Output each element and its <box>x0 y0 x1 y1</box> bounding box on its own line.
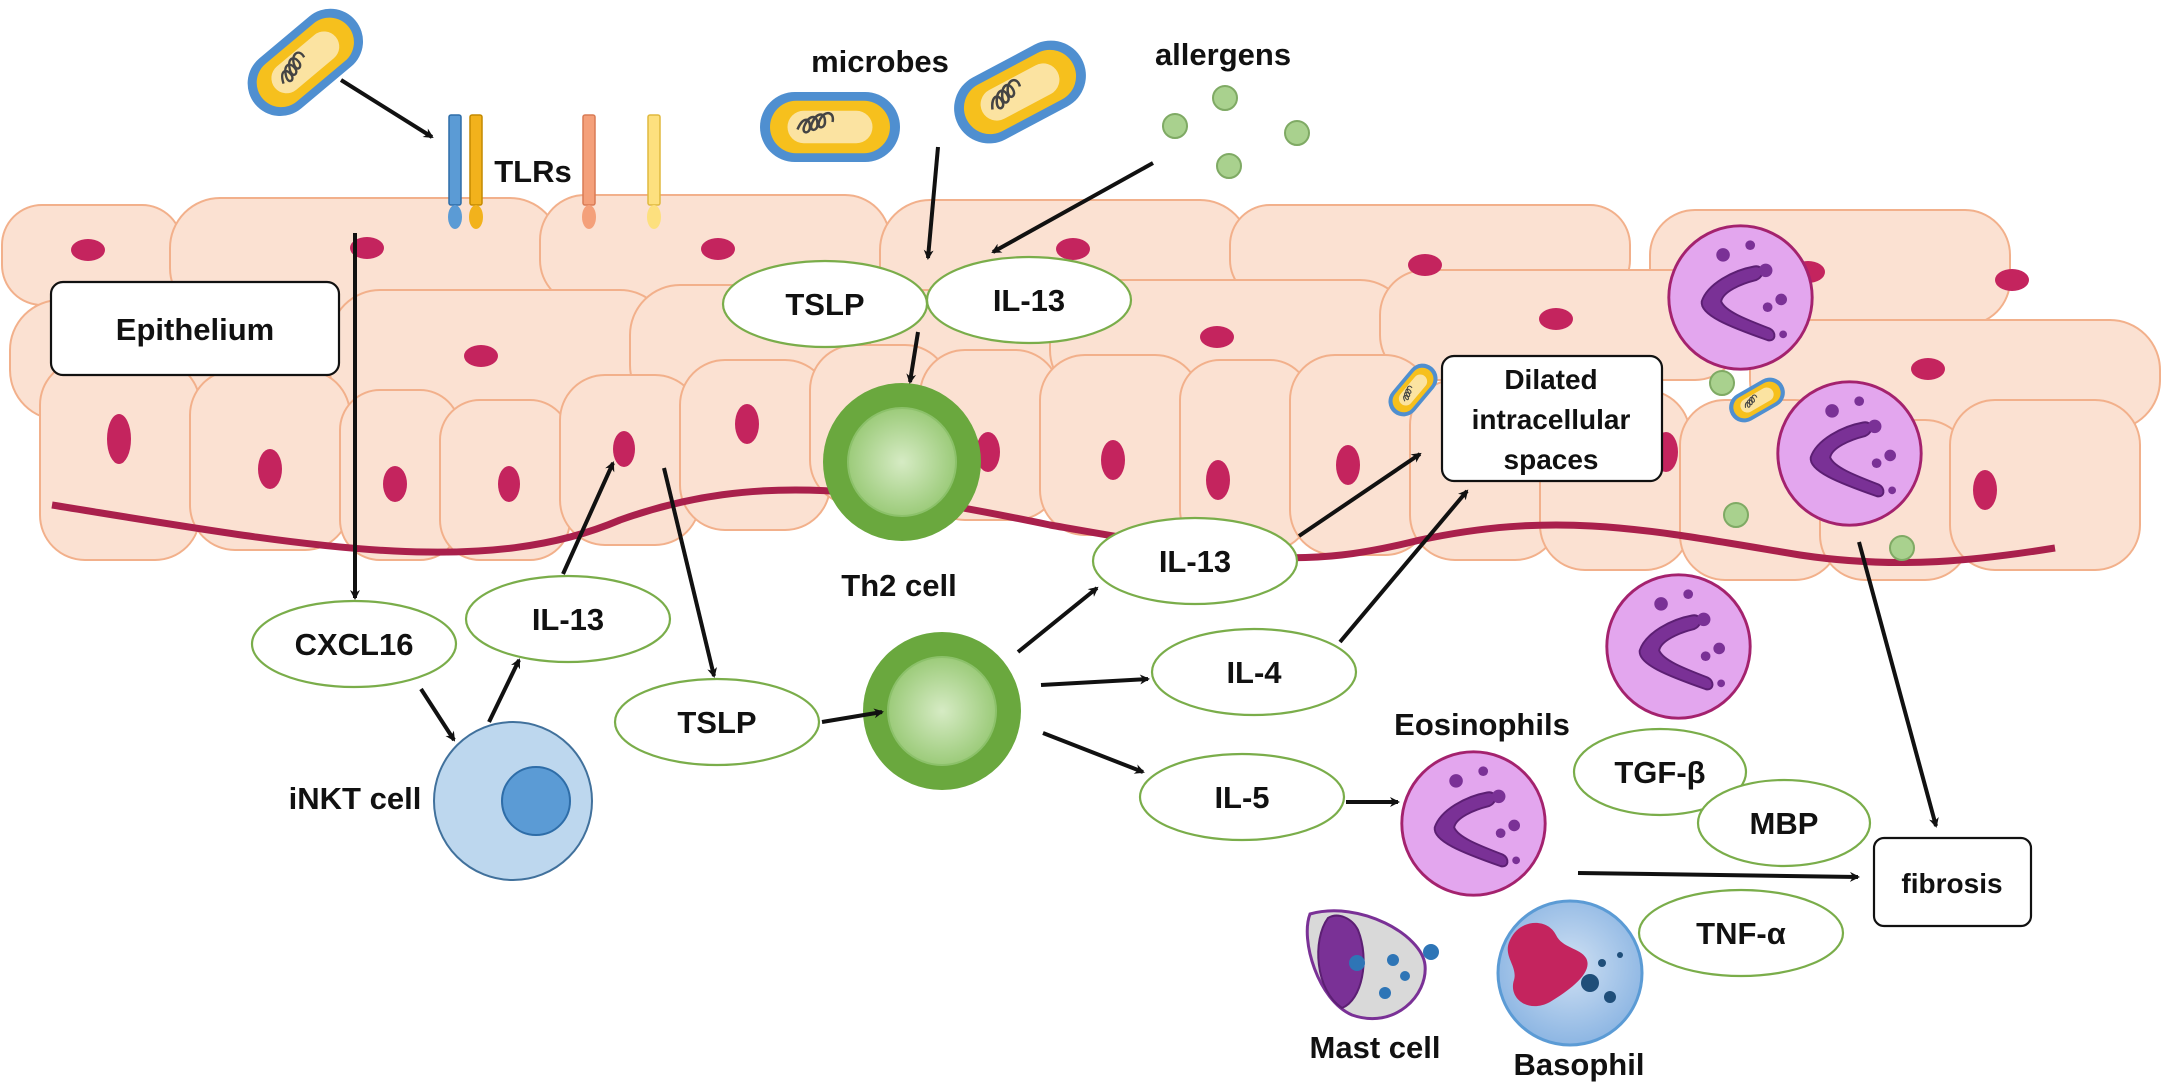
svg-text:TGF-β: TGF-β <box>1614 755 1705 790</box>
mast-cell-icon <box>1305 909 1439 1021</box>
microbe-icon <box>940 26 1100 158</box>
basophil-icon <box>1496 899 1644 1047</box>
inkt-cell <box>433 721 593 881</box>
svg-text:TNF-α: TNF-α <box>1696 916 1786 951</box>
svg-text:TSLP: TSLP <box>677 705 756 740</box>
svg-text:MBP: MBP <box>1750 806 1819 841</box>
svg-text:CXCL16: CXCL16 <box>295 627 414 662</box>
tlrs-label: TLRs <box>494 154 572 189</box>
svg-text:IL-13: IL-13 <box>993 283 1065 318</box>
microbes-label: microbes <box>811 44 949 79</box>
svg-text:IL-5: IL-5 <box>1214 780 1269 815</box>
dilated-label-line1: Dilated <box>1504 364 1597 395</box>
cytokine-il4: IL-4 <box>1150 627 1358 717</box>
svg-text:TSLP: TSLP <box>785 287 864 322</box>
cytokine-tnfa: TNF-α <box>1637 888 1845 978</box>
cytokine-tslp-mid: TSLP <box>613 677 821 767</box>
th2-cell-upper <box>823 383 981 541</box>
microbe-icon <box>758 90 902 164</box>
cytokine-il5: IL-5 <box>1138 752 1346 842</box>
cytokine-mbp: MBP <box>1696 778 1872 868</box>
allergens-label: allergens <box>1155 37 1291 72</box>
pathway-arrows <box>339 78 1939 882</box>
th2-cell-lower <box>863 632 1021 790</box>
epithelium-label: Epithelium <box>116 312 274 347</box>
cytokine-cxcl16: CXCL16 <box>250 599 458 689</box>
th2-cell-label: Th2 cell <box>841 568 956 603</box>
microbe-icon <box>233 0 378 131</box>
svg-text:IL-4: IL-4 <box>1226 655 1282 690</box>
eosinophils-label: Eosinophils <box>1394 707 1570 742</box>
svg-text:IL-13: IL-13 <box>1159 544 1231 579</box>
eosinophil-icon <box>1776 380 1923 527</box>
fibrosis-box: fibrosis <box>1872 836 2033 928</box>
tlr-receptors <box>448 114 661 229</box>
dilated-label-line2: intracellular <box>1472 404 1631 435</box>
cytokine-tslp-top: TSLP <box>721 259 929 349</box>
inkt-cell-label: iNKT cell <box>289 781 422 816</box>
cytokine-tgfb: TGF-β <box>1572 727 1748 817</box>
svg-text:IL-13: IL-13 <box>532 602 604 637</box>
eosinophil-icon <box>1400 750 1547 897</box>
cytokine-il13-inkt: IL-13 <box>464 574 672 664</box>
basophil-label: Basophil <box>1514 1047 1645 1082</box>
cytokine-il13-th2: IL-13 <box>1091 516 1299 606</box>
eosinophil-icon <box>1667 224 1814 371</box>
dilated-label-line3: spaces <box>1504 444 1599 475</box>
epithelium-box: Epithelium <box>49 280 341 377</box>
mast-cell-label: Mast cell <box>1310 1030 1441 1065</box>
fibrosis-label: fibrosis <box>1901 868 2002 899</box>
eosinophil-icon <box>1605 573 1752 720</box>
allergen-particles <box>1162 85 1915 561</box>
dilated-spaces-box: Dilated intracellular spaces <box>1440 354 1664 483</box>
cytokine-il13-top: IL-13 <box>925 255 1133 345</box>
